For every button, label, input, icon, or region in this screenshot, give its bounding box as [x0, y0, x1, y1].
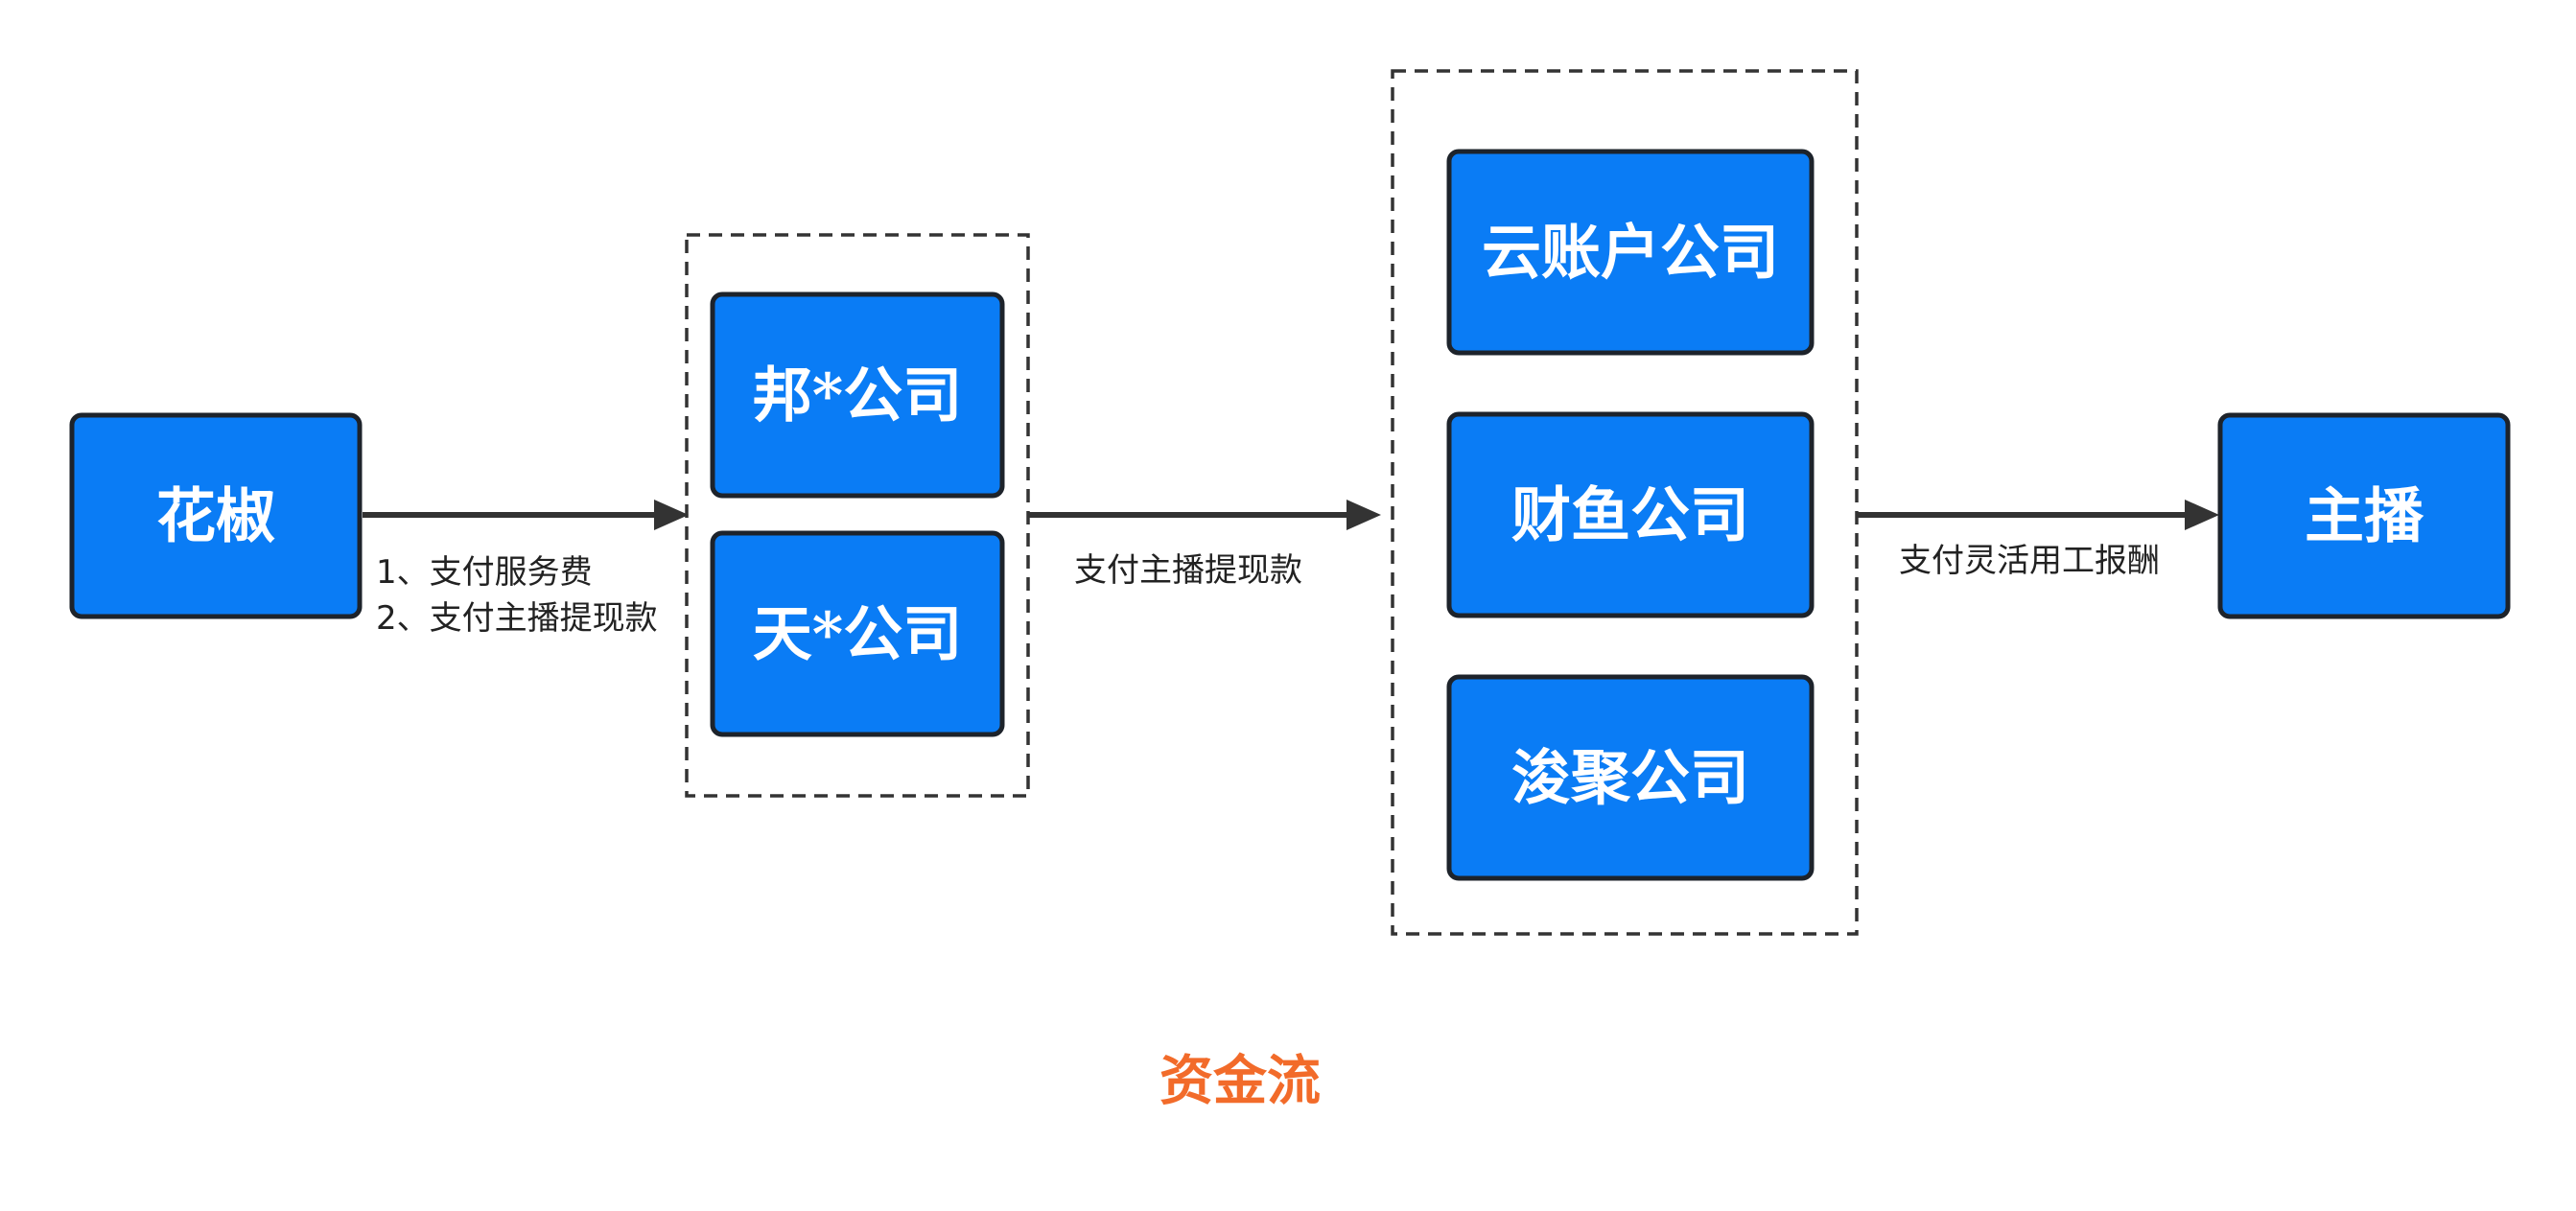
edge-label-remuneration: 支付灵活用工报酬 [1899, 542, 2160, 580]
edge-group2-to-zhubo [1857, 500, 2219, 530]
node-bang-company: 邦*公司 [710, 291, 1005, 499]
node-yunzhanghu-company: 云账户公司 [1446, 149, 1815, 356]
node-label: 云账户公司 [1482, 218, 1779, 288]
node-caiyu-company: 财鱼公司 [1446, 411, 1815, 618]
edge-label-withdraw: 支付主播提现款 [1074, 551, 1302, 590]
node-label: 浚聚公司 [1511, 743, 1749, 813]
node-tian-company: 天*公司 [710, 530, 1005, 737]
node-huajiao: 花椒 [69, 412, 363, 619]
edge-label-line-2: 2、支付主播提现款 [376, 599, 658, 638]
node-junju-company: 浚聚公司 [1446, 674, 1815, 881]
node-label: 花椒 [156, 481, 275, 551]
edge-group1-to-group2 [1028, 500, 1381, 530]
node-label: 天*公司 [753, 599, 962, 669]
edge-label-line-1: 1、支付服务费 [376, 553, 593, 592]
diagram-caption: 资金流 [1159, 1051, 1321, 1113]
node-zhubo: 主播 [2217, 412, 2511, 619]
group-container-right [1391, 69, 1859, 936]
node-label: 邦*公司 [753, 361, 962, 431]
edge-huajiao-to-group1 [363, 500, 689, 530]
node-label: 主播 [2305, 481, 2424, 551]
node-label: 财鱼公司 [1511, 480, 1749, 550]
